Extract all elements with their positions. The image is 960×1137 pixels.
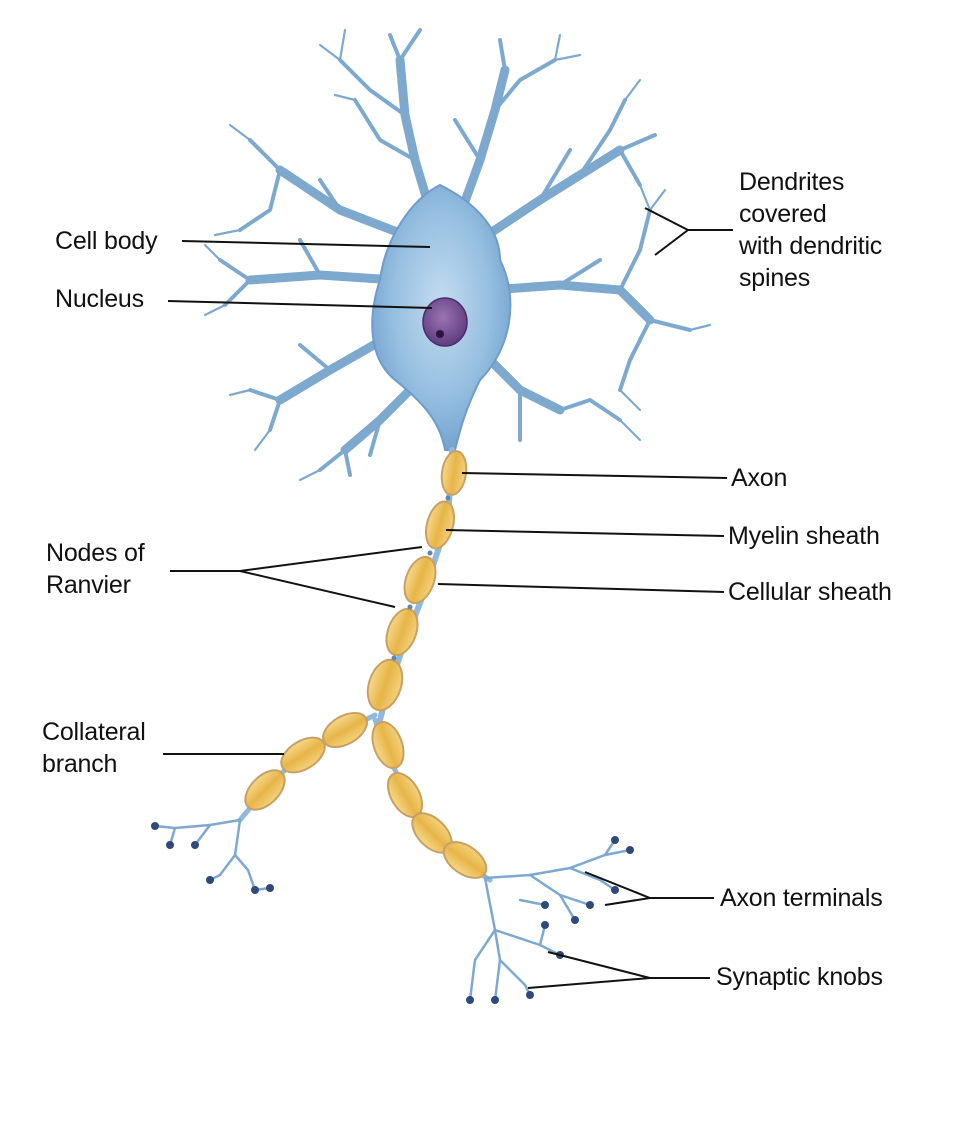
label-nodes-of-ranvier: Nodes of Ranvier bbox=[46, 539, 145, 599]
leader-dendrites bbox=[644, 207, 733, 256]
myelin-sheath bbox=[366, 450, 468, 712]
label-axon: Axon bbox=[731, 464, 788, 492]
axon-lower bbox=[371, 717, 493, 883]
leader-synaptic-knobs bbox=[527, 951, 710, 989]
label-nucleus: Nucleus bbox=[55, 285, 144, 313]
axon-terminals bbox=[466, 836, 634, 1004]
label-cell-body: Cell body bbox=[55, 227, 158, 255]
leader-axon-terminals bbox=[584, 871, 714, 906]
collateral-branch bbox=[151, 711, 378, 894]
leader-axon bbox=[461, 472, 728, 479]
dendrites bbox=[203, 28, 712, 482]
leader-cell-body bbox=[181, 240, 431, 248]
leader-nucleus bbox=[167, 300, 433, 309]
nucleus bbox=[422, 297, 468, 347]
label-synaptic-knobs: Synaptic knobs bbox=[716, 963, 883, 991]
nucleolus bbox=[436, 330, 444, 338]
label-myelin-sheath: Myelin sheath bbox=[728, 522, 880, 550]
leader-myelin-sheath bbox=[445, 529, 725, 537]
leader-cellular-sheath bbox=[437, 583, 725, 593]
synaptic-knobs bbox=[466, 836, 634, 1004]
label-dendrites: Dendrites covered with dendritic spines bbox=[739, 168, 883, 292]
nodes-of-ranvier bbox=[391, 495, 451, 661]
label-axon-terminals: Axon terminals bbox=[720, 884, 883, 912]
leader-lines bbox=[163, 207, 733, 989]
label-collateral-branch: Collateral branch bbox=[42, 718, 146, 778]
axon bbox=[366, 447, 468, 743]
label-cellular-sheath: Cellular sheath bbox=[728, 578, 892, 606]
collateral-synaptic-knobs bbox=[151, 822, 274, 894]
leader-nodes-of-ranvier bbox=[170, 546, 423, 608]
